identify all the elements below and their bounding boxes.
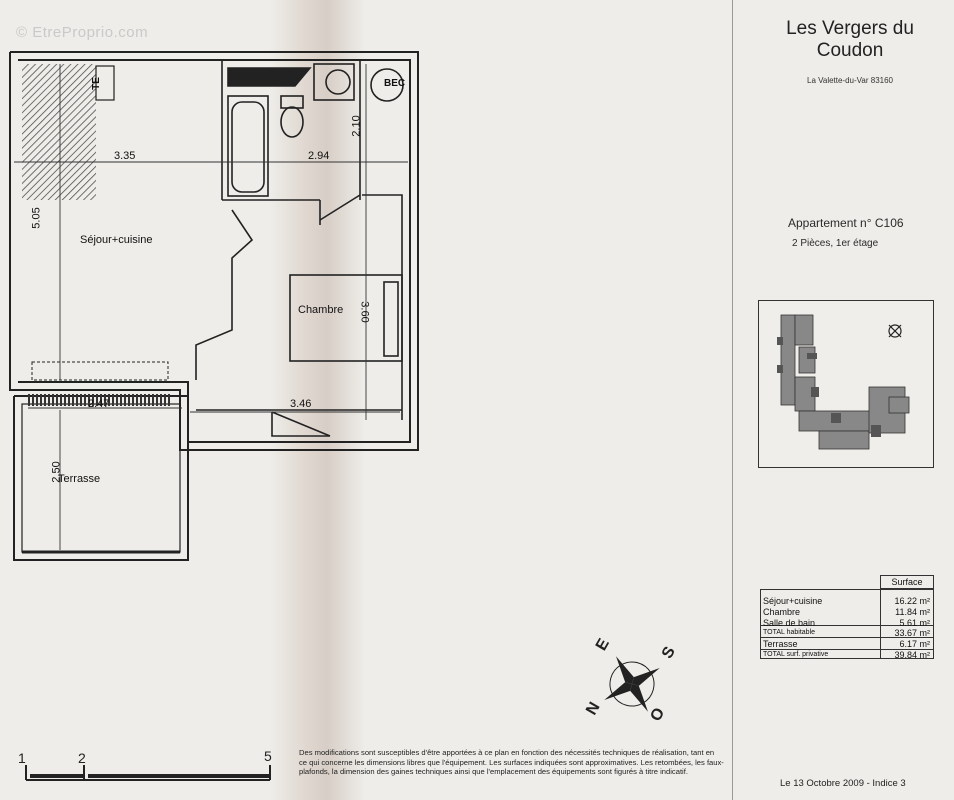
surface-row-total: TOTAL habitable 33.67 m² <box>760 627 934 639</box>
surface-line <box>760 625 934 626</box>
dim-sejour-width: 3.35 <box>114 150 136 162</box>
surface-row-label: Terrasse <box>763 639 798 649</box>
terrasse-label: Terrasse <box>58 473 101 485</box>
surface-table-box <box>760 589 934 659</box>
surface-row-value: 11.84 m² <box>895 607 930 617</box>
surface-row-value: 39.84 m² <box>894 650 930 660</box>
scale-mark-1: 1 <box>18 750 26 766</box>
surface-row-value: 6.17 m² <box>899 639 930 649</box>
surface-row-label: Séjour+cuisine <box>763 596 823 606</box>
dim-bath-width: 2.94 <box>308 150 330 162</box>
title-block-divider <box>732 0 733 800</box>
apartment-number: Appartement n° C106 <box>788 216 904 230</box>
surface-row-total: TOTAL surf. privative 39.84 m² <box>760 649 934 661</box>
surface-header: Surface <box>880 575 934 589</box>
terrace-wall <box>13 395 189 561</box>
surface-line <box>760 649 934 650</box>
scale-mark-5: 5 <box>264 748 272 764</box>
project-address: La Valette-du-Var 83160 <box>807 76 893 85</box>
dim-sejour-height: 5.05 <box>30 207 43 229</box>
project-title-line1: Les Vergers du <box>786 18 914 39</box>
surface-row-value: 16.22 m² <box>894 596 930 606</box>
compass-rose <box>604 656 660 712</box>
surface-row-value: 5.61 m² <box>899 618 930 628</box>
project-title: Les Vergers du Coudon <box>760 18 940 62</box>
watermark: © EtreProprio.com <box>16 24 149 41</box>
surface-row: Séjour+cuisine 16.22 m² <box>760 595 934 607</box>
surface-row-label: Chambre <box>763 607 801 617</box>
dim-bath-height: 2.10 <box>350 115 363 137</box>
surface-row: Terrasse 6.17 m² <box>760 638 934 650</box>
surface-row-value: 33.67 m² <box>894 628 930 638</box>
project-title-line2: Coudon <box>816 40 884 61</box>
apartment-subtitle: 2 Pièces, 1er étage <box>792 238 879 249</box>
surface-row-label: TOTAL habitable <box>763 629 816 636</box>
surface-table-divider <box>880 589 881 659</box>
surface-row: Chambre 11.84 m² <box>760 606 934 618</box>
scale-mark-2: 2 <box>78 750 86 766</box>
bec-label: BEC <box>384 78 406 89</box>
dim-terrasse-height: 2.50 <box>50 461 63 483</box>
dim-chambre-height: 3.60 <box>358 301 371 323</box>
surface-row: Salle de bain 5.61 m² <box>760 617 934 629</box>
floor-plan <box>9 51 660 781</box>
revision-date: Le 13 Octobre 2009 - Indice 3 <box>780 778 906 789</box>
disclaimer-note: Des modifications sont susceptibles d'êt… <box>299 748 724 776</box>
surface-row-label: Salle de bain <box>763 618 816 628</box>
chambre-label: Chambre <box>298 304 344 316</box>
surface-line <box>760 637 934 638</box>
building-location-map <box>758 300 934 468</box>
dim-chambre-width: 3.46 <box>290 398 312 410</box>
te-label: TE <box>90 77 102 90</box>
dim-terrasse-width: 2.47 <box>88 398 110 410</box>
sejour-label: Séjour+cuisine <box>80 234 153 246</box>
surface-row-label: TOTAL surf. privative <box>763 651 829 658</box>
kitchen-hatch <box>22 64 96 200</box>
